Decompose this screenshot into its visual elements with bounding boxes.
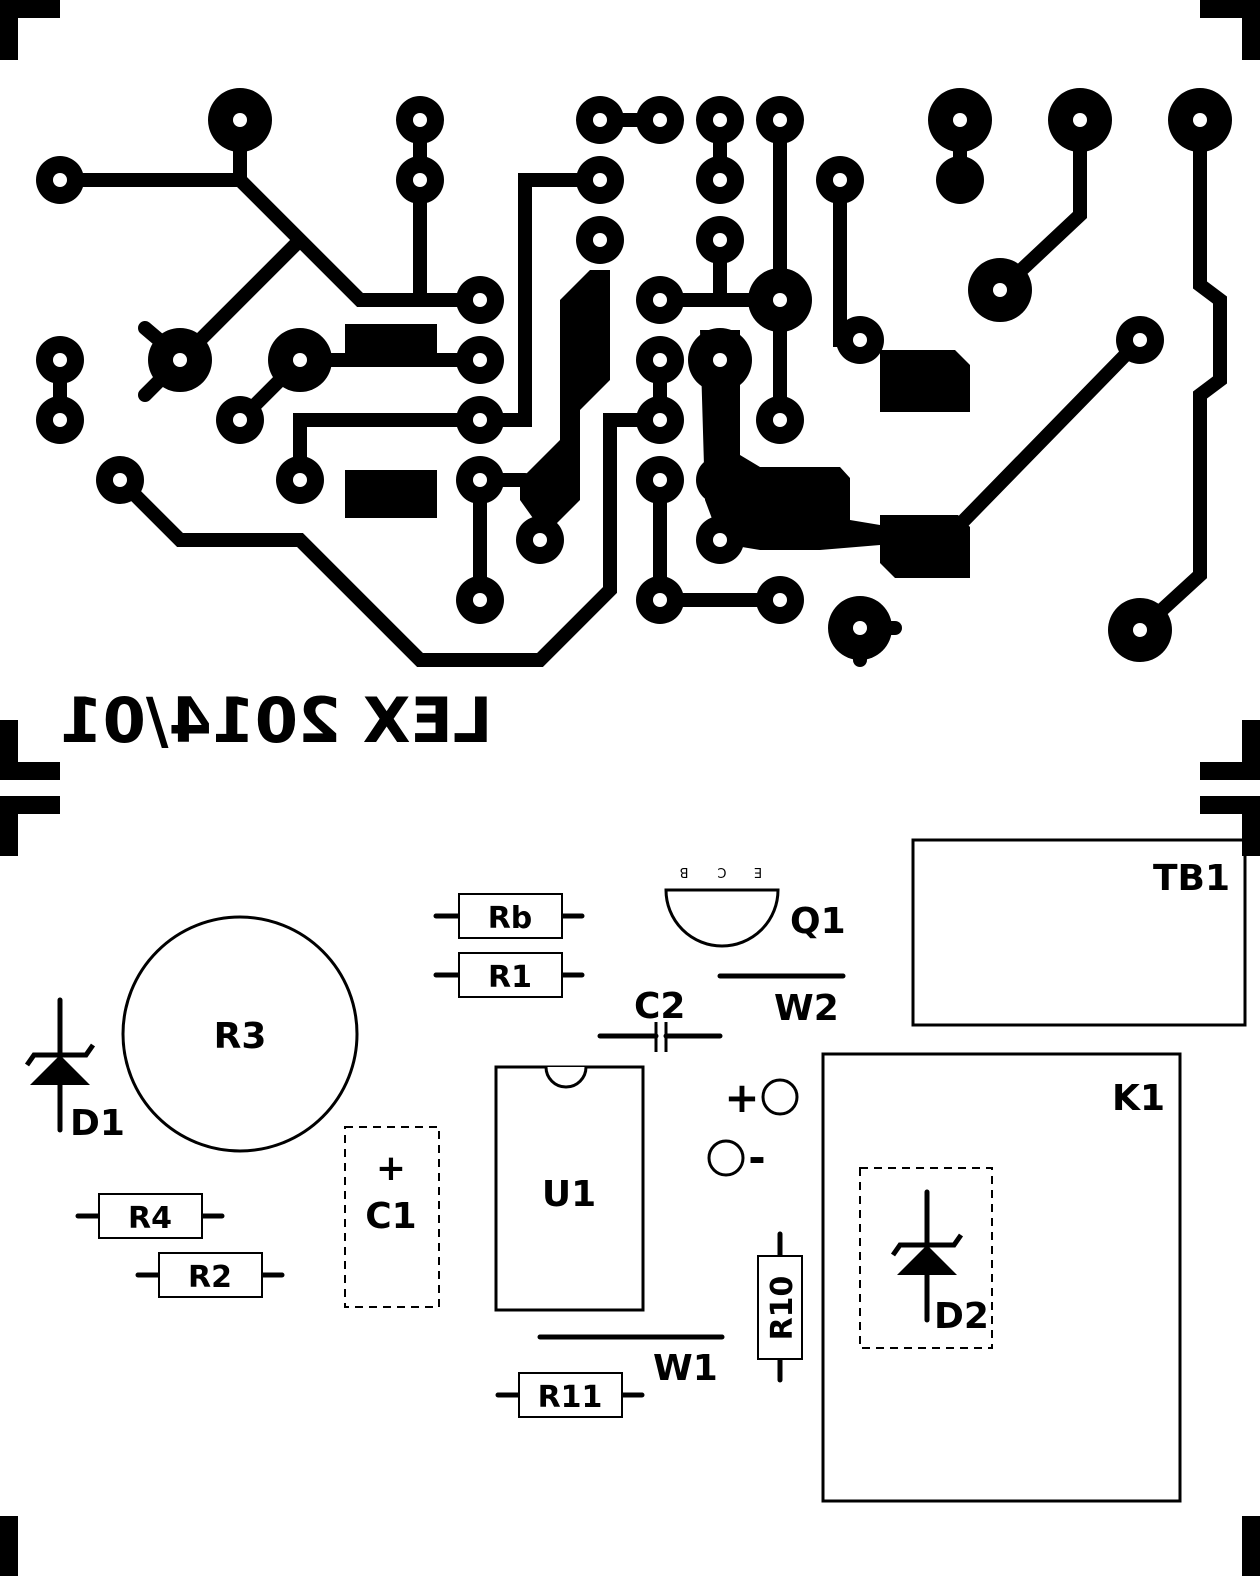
copper-board-id-text: LEX 2014/01 — [60, 684, 493, 757]
pad — [516, 516, 564, 564]
pad — [456, 276, 504, 324]
pad — [1116, 316, 1164, 364]
r3-label: R3 — [214, 1016, 267, 1057]
u1-ic: U1 — [494, 1065, 645, 1312]
pad — [828, 596, 892, 660]
q1-pin-b: B — [680, 864, 689, 879]
r11-resistor: R11 — [495, 1372, 645, 1418]
w2-wire-link: W2 — [717, 973, 846, 1029]
pad — [836, 316, 884, 364]
r2-label: R2 — [188, 1260, 232, 1295]
pad — [36, 396, 84, 444]
r10-resistor: R10 — [757, 1231, 803, 1383]
pad — [276, 456, 324, 504]
q1-pin-c: C — [717, 864, 726, 879]
pad — [456, 396, 504, 444]
c2-capacitor: C2 — [597, 986, 723, 1052]
pad — [208, 88, 272, 152]
r11-label: R11 — [538, 1380, 603, 1415]
silkscreen-layer: TB1 K1 D2 B C E Q1 W2 — [24, 838, 1247, 1503]
rb-resistor: Rb — [433, 893, 585, 939]
supply-minus-pad — [707, 1139, 745, 1177]
r1-resistor: R1 — [433, 952, 585, 998]
w1-wire-link: W1 — [537, 1334, 725, 1389]
pad — [576, 96, 624, 144]
copper-fills — [345, 270, 970, 578]
pad — [1168, 88, 1232, 152]
d1-label: D1 — [70, 1103, 125, 1144]
pad — [456, 576, 504, 624]
k1-relay: K1 — [821, 1052, 1182, 1503]
tb1-terminal-block: TB1 — [911, 838, 1247, 1027]
pad — [36, 156, 84, 204]
pad — [1108, 598, 1172, 662]
pad — [696, 96, 744, 144]
pad — [756, 576, 804, 624]
w1-label: W1 — [653, 1348, 718, 1389]
pad — [636, 276, 684, 324]
pad — [36, 336, 84, 384]
r2-resistor: R2 — [135, 1252, 285, 1298]
pad — [968, 258, 1032, 322]
copper-pads — [36, 88, 1232, 662]
pad — [1048, 88, 1112, 152]
pad — [636, 336, 684, 384]
pad — [756, 96, 804, 144]
pad — [696, 456, 744, 504]
pad — [636, 396, 684, 444]
c1-capacitor: + C1 — [344, 1126, 440, 1308]
pad — [636, 456, 684, 504]
supply-terminals: + - — [707, 1073, 799, 1182]
rb-label: Rb — [488, 901, 533, 936]
pad — [636, 576, 684, 624]
pad — [756, 396, 804, 444]
pad — [636, 96, 684, 144]
c1-polarity: + — [376, 1148, 406, 1189]
pad — [576, 216, 624, 264]
c2-label: C2 — [634, 986, 685, 1027]
pad — [268, 328, 332, 392]
q1-pin-e: E — [754, 864, 762, 879]
w2-label: W2 — [774, 988, 839, 1029]
r1-label: R1 — [488, 960, 532, 995]
r3-trimmer: R3 — [121, 915, 359, 1153]
d1-diode: D1 — [24, 997, 125, 1144]
pad — [696, 156, 744, 204]
pad — [748, 268, 812, 332]
pad — [396, 96, 444, 144]
pad — [816, 156, 864, 204]
tb1-label: TB1 — [1153, 858, 1230, 899]
pad — [148, 328, 212, 392]
pad — [396, 156, 444, 204]
copper-traces — [53, 113, 1227, 667]
pad — [928, 88, 992, 152]
pad — [696, 216, 744, 264]
d2-diode: D2 — [859, 1167, 993, 1349]
supply-plus-label: + — [724, 1073, 759, 1122]
supply-minus-label: - — [748, 1133, 765, 1182]
supply-plus-pad — [761, 1078, 799, 1116]
r4-resistor: R4 — [75, 1193, 225, 1239]
pad — [96, 456, 144, 504]
q1-label: Q1 — [790, 901, 846, 942]
q1-transistor: B C E Q1 — [664, 864, 846, 948]
pad — [936, 156, 984, 204]
pad — [456, 456, 504, 504]
u1-label: U1 — [542, 1174, 596, 1215]
r10-label: R10 — [765, 1276, 800, 1341]
pad — [688, 328, 752, 392]
pad — [456, 336, 504, 384]
pad — [696, 516, 744, 564]
k1-label: K1 — [1112, 1078, 1165, 1119]
d2-label: D2 — [934, 1296, 989, 1337]
c1-label: C1 — [365, 1196, 416, 1237]
copper-layer: LEX 2014/01 — [36, 88, 1232, 757]
pad — [216, 396, 264, 444]
r4-label: R4 — [128, 1201, 172, 1236]
pad — [576, 156, 624, 204]
